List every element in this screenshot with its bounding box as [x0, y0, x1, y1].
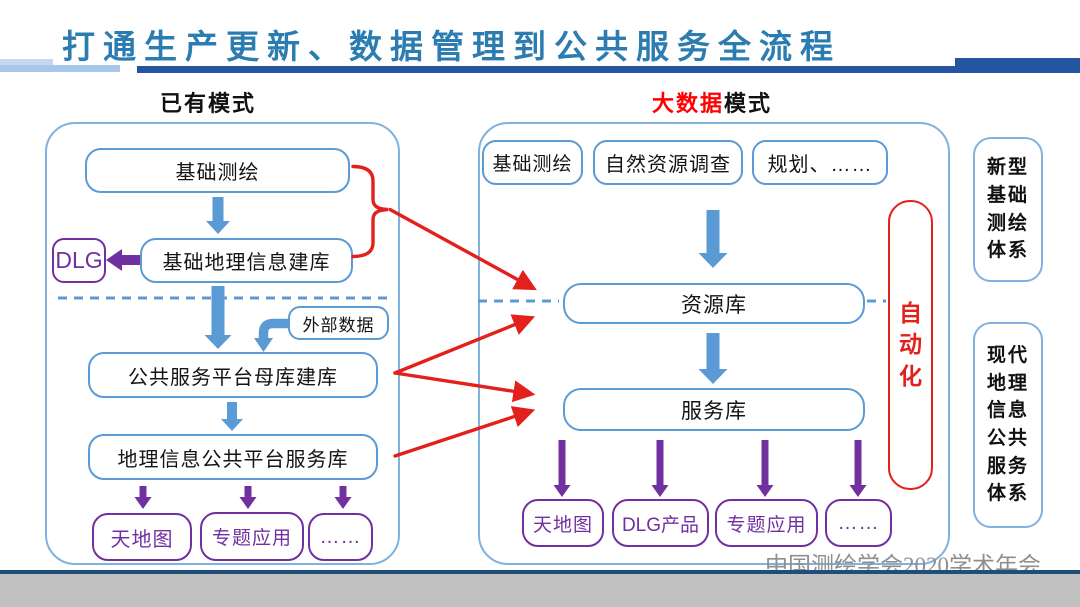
node-natural-resource-survey: 自然资源调查	[593, 140, 743, 185]
node-output-thematic-right: 专题应用	[715, 499, 818, 547]
title-underline-dark	[137, 66, 1080, 73]
title-underline-light-tab	[0, 59, 53, 65]
node-platform-service-db: 地理信息公共平台服务库	[88, 434, 378, 480]
automation-label: 自动化	[899, 300, 922, 389]
node-output-tianditu-left: 天地图	[92, 513, 192, 561]
node-service-db: 服务库	[563, 388, 865, 431]
node-geo-info-db: 基础地理信息建库	[140, 238, 353, 283]
footer-line	[0, 570, 1080, 574]
node-output-ellipsis-right: ……	[825, 499, 892, 547]
heading-bigdata-red: 大数据	[652, 91, 725, 116]
page-title: 打通生产更新、数据管理到公共服务全流程	[62, 28, 841, 65]
title-underline-light	[0, 65, 120, 72]
heading-bigdata-black: 模式	[724, 91, 773, 116]
title-underline-dark-right	[955, 58, 1080, 66]
heading-bigdata-mode: 大数据模式	[652, 86, 772, 118]
node-basic-survey-left: 基础测绘	[85, 148, 350, 193]
automation-bracket: 自动化	[888, 200, 933, 490]
node-external-data: 外部数据	[288, 306, 389, 340]
node-output-thematic-left: 专题应用	[200, 512, 304, 561]
node-dlg: DLG	[52, 238, 106, 283]
node-output-ellipsis-left: ……	[308, 513, 373, 561]
node-resource-db: 资源库	[563, 283, 865, 324]
node-basic-survey-right: 基础测绘	[482, 140, 583, 185]
node-output-tianditu-right: 天地图	[522, 499, 604, 547]
node-master-db: 公共服务平台母库建库	[88, 352, 378, 398]
system-box-modern-geo-service: 现代地理信息公共服务体系	[973, 322, 1043, 528]
system-box-new-basic-surveying: 新型基础测绘体系	[973, 137, 1043, 282]
node-planning-etc: 规划、……	[752, 140, 888, 185]
footer-gray-band	[0, 574, 1080, 607]
node-output-dlg-product: DLG产品	[612, 499, 709, 547]
heading-existing-mode: 已有模式	[160, 91, 257, 116]
